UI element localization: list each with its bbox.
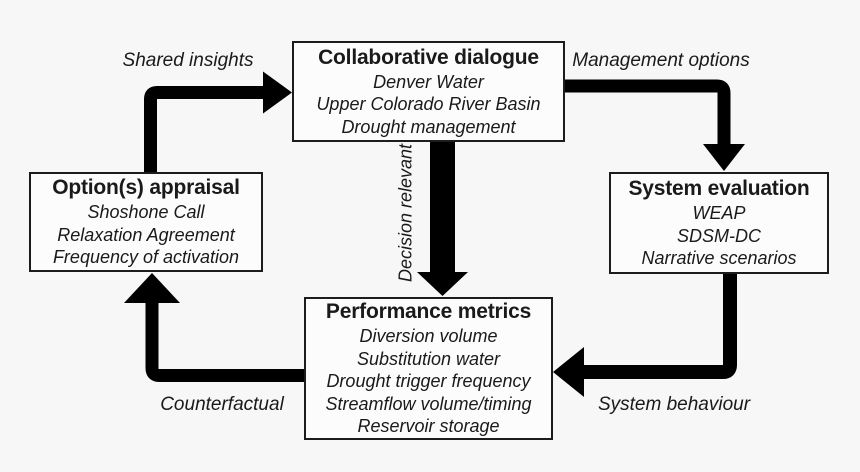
arrow-label-management-options: Management options bbox=[572, 50, 750, 71]
arrow-decision-relevant bbox=[417, 142, 468, 296]
box-item: Streamflow volume/timing bbox=[325, 393, 532, 414]
arrow-label-shared-insights: Shared insights bbox=[122, 50, 254, 71]
arrow-system-behaviour bbox=[553, 274, 737, 397]
arrow-label-system-behaviour: System behaviour bbox=[597, 394, 751, 415]
box-item: Drought management bbox=[341, 116, 516, 137]
box-item: Diversion volume bbox=[359, 326, 498, 347]
box-title: Collaborative dialogue bbox=[318, 45, 539, 69]
box-item: Reservoir storage bbox=[357, 416, 500, 437]
box-item: Frequency of activation bbox=[52, 247, 240, 268]
arrow-label-decision-relevant: Decision relevant bbox=[395, 143, 416, 283]
box-title: Option(s) appraisal bbox=[52, 176, 240, 200]
arrow-counterfactual bbox=[124, 273, 304, 382]
box-item: Narrative scenarios bbox=[641, 248, 797, 269]
box-item: Upper Colorado River Basin bbox=[316, 94, 541, 115]
box-collaborative-dialogue: Collaborative dialogue Denver Water Uppe… bbox=[292, 41, 565, 142]
box-item: Drought trigger frequency bbox=[326, 371, 531, 392]
box-item: Denver Water bbox=[373, 71, 484, 92]
box-item: SDSM-DC bbox=[677, 225, 761, 246]
arrow-management-options bbox=[565, 79, 745, 171]
box-item: Relaxation Agreement bbox=[57, 224, 235, 245]
box-item: WEAP bbox=[692, 203, 746, 224]
box-title: Performance metrics bbox=[325, 300, 532, 324]
box-title: System evaluation bbox=[628, 177, 810, 201]
box-performance-metrics: Performance metrics Diversion volume Sub… bbox=[304, 297, 553, 440]
arrow-shared-insights bbox=[144, 71, 292, 173]
arrow-label-counterfactual: Counterfactual bbox=[160, 394, 284, 415]
box-system-evaluation: System evaluation WEAP SDSM-DC Narrative… bbox=[609, 172, 829, 274]
box-item: Shoshone Call bbox=[87, 202, 205, 223]
box-item: Substitution water bbox=[356, 348, 501, 369]
box-options-appraisal: Option(s) appraisal Shoshone Call Relaxa… bbox=[29, 172, 263, 272]
